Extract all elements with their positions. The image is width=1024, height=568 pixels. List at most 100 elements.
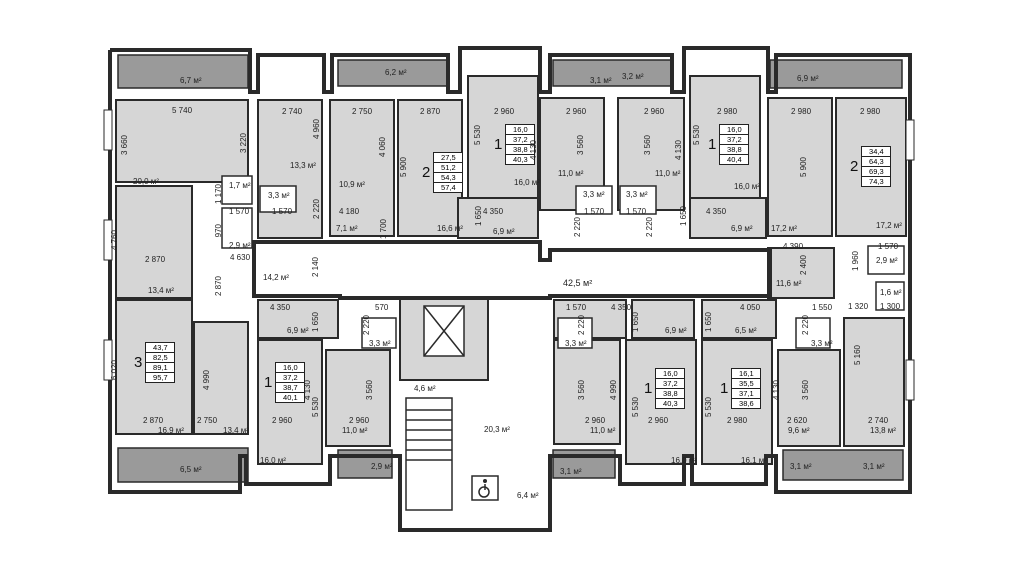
room-area: 6,9 м² — [287, 326, 309, 335]
dimension: 1 300 — [880, 302, 901, 311]
room-area: 11,0 м² — [342, 426, 368, 435]
bathroom — [619, 185, 657, 215]
area-table: 34,4 64,3 69,3 74,3 — [861, 146, 892, 187]
bathroom — [795, 317, 831, 349]
room — [467, 75, 539, 199]
window — [103, 339, 113, 381]
room-count: 1 — [708, 136, 717, 153]
room-count: 3 — [134, 354, 143, 371]
dimension: 1 650 — [631, 312, 640, 333]
balcony-area: 3,1 м² — [863, 462, 885, 471]
dimension: 2 980 — [717, 107, 738, 116]
room-area: 6,4 м² — [517, 491, 539, 500]
room-area: 6,9 м² — [665, 326, 687, 335]
dimension: 1 650 — [679, 206, 688, 227]
dimension: 1 570 — [229, 207, 250, 216]
bathroom — [557, 317, 593, 349]
dimension: 5 530 — [692, 125, 701, 146]
windows — [103, 109, 915, 401]
dimension: 4 130 — [674, 140, 683, 161]
balcony-area: 3,1 м² — [790, 462, 812, 471]
dimension: 1 570 — [272, 207, 293, 216]
room-area: 17,2 м² — [876, 221, 902, 230]
wet-rooms — [221, 175, 905, 349]
dimension: 4 990 — [609, 380, 618, 401]
apartment-label: 2 27,5 51,2 54,3 57,4 — [422, 152, 464, 193]
area-table: 43,7 82,5 89,1 95,7 — [145, 342, 176, 383]
dimension: 4 960 — [312, 119, 321, 140]
balcony-area: 2,9 м² — [371, 462, 393, 471]
room-area: 3,3 м² — [811, 339, 833, 348]
balcony-area: 6,7 м² — [180, 76, 202, 85]
room-area: 7,1 м² — [336, 224, 358, 233]
dimension: 4 180 — [339, 207, 360, 216]
elevator-cross — [423, 305, 465, 357]
room — [767, 247, 835, 299]
area-table: 16,0 37,2 38,8 40,3 — [655, 368, 686, 409]
dimension: 2 220 — [801, 315, 810, 336]
dimension: 3 660 — [120, 135, 129, 156]
dimension: 1 570 — [878, 242, 899, 251]
dimension: 2 740 — [868, 416, 889, 425]
room-area: 3,3 м² — [268, 191, 290, 200]
dimension: 2 980 — [727, 416, 748, 425]
dimension: 2 140 — [311, 257, 320, 278]
room-area: 4,6 м² — [414, 384, 436, 393]
dimension: 5 530 — [704, 397, 713, 418]
room-area: 3,3 м² — [626, 190, 648, 199]
balcony-area: 6,5 м² — [180, 465, 202, 474]
dimension: 2 740 — [282, 107, 303, 116]
room-count: 1 — [644, 380, 653, 397]
dimension: 4 350 — [483, 207, 504, 216]
bathroom — [221, 207, 253, 249]
dimension: 2 960 — [648, 416, 669, 425]
room — [325, 349, 391, 447]
room — [257, 99, 323, 239]
dimension: 3 560 — [643, 135, 652, 156]
balcony — [552, 59, 672, 87]
dimension: 1 570 — [566, 303, 587, 312]
room-area: 1,6 м² — [880, 288, 902, 297]
dimension: 2 750 — [352, 107, 373, 116]
room-area: 16,9 м² — [158, 426, 184, 435]
balcony — [337, 59, 449, 87]
dimension: 2 220 — [362, 315, 371, 336]
dimension: 2 960 — [644, 107, 665, 116]
dimension: 2 870 — [420, 107, 441, 116]
apartment-label: 1 16,0 37,2 38,8 40,4 — [708, 124, 750, 165]
apartment-label: 1 16,1 35,5 37,1 38,6 — [720, 368, 762, 409]
room-area: 2,9 м² — [229, 241, 251, 250]
dimension: 2 220 — [645, 217, 654, 238]
window — [905, 359, 915, 401]
apartment-label: 1 16,0 37,2 38,7 40,1 — [264, 362, 306, 403]
dimension: 2 980 — [860, 107, 881, 116]
dimension: 5 740 — [172, 106, 193, 115]
outer-wall — [108, 46, 912, 532]
dimension: 2 220 — [312, 199, 321, 220]
dimension: 1 650 — [311, 312, 320, 333]
room-area: 17,2 м² — [771, 224, 797, 233]
wheelchair-symbol — [471, 475, 499, 501]
dimension: 3 560 — [365, 380, 374, 401]
dimension: 2 960 — [272, 416, 293, 425]
room-area: 20,0 м² — [133, 177, 159, 186]
dimension: 1 700 — [379, 219, 388, 240]
area-table: 16,0 37,2 38,8 40,4 — [719, 124, 750, 165]
dimension: 5 530 — [631, 397, 640, 418]
area-table: 16,0 37,2 38,8 40,3 — [505, 124, 536, 165]
bathroom — [875, 281, 905, 311]
balcony-area: 3,2 м² — [622, 72, 644, 81]
balcony-area: 3,1 м² — [560, 467, 582, 476]
room-area: 10,9 м² — [339, 180, 365, 189]
corridor-wall — [252, 240, 772, 300]
bathroom — [259, 185, 297, 213]
room — [329, 99, 395, 237]
room-area: 3,3 м² — [369, 339, 391, 348]
balcony — [769, 59, 903, 89]
dimension: 4 990 — [202, 370, 211, 391]
room-area: 6,9 м² — [493, 227, 515, 236]
stairwell — [405, 305, 465, 511]
dimension: 5 900 — [399, 157, 408, 178]
corridor-area: 42,5 м² — [563, 278, 593, 288]
